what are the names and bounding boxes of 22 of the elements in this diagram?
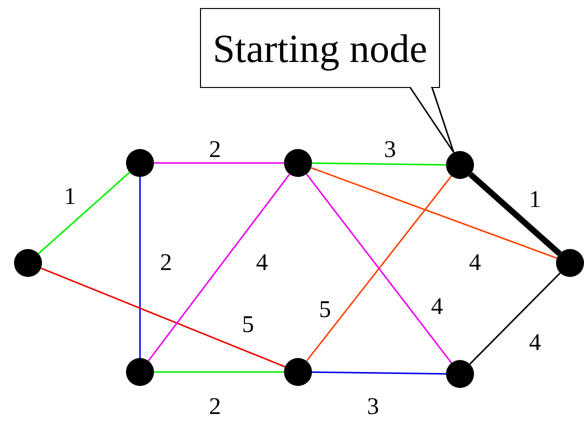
edge-line	[468, 172, 562, 256]
edge-line	[154, 371, 284, 373]
callout-box	[200, 8, 440, 88]
edge-line	[469, 272, 561, 365]
edge-line	[154, 162, 284, 164]
edge-line	[40, 268, 286, 368]
graph-node	[14, 249, 42, 277]
edge-line	[139, 177, 141, 358]
graph-node	[126, 358, 154, 386]
graph-node	[556, 249, 584, 277]
graph-node	[284, 149, 312, 177]
edge-line	[312, 162, 446, 166]
graph-node	[446, 151, 474, 179]
edge-line	[312, 371, 446, 375]
graph-node	[446, 360, 474, 388]
edge-line	[310, 167, 558, 259]
edge-line	[38, 172, 130, 254]
callout-text: Starting node	[212, 25, 428, 72]
graph-node	[284, 358, 312, 386]
edge-line	[148, 174, 290, 362]
graph-node	[126, 149, 154, 177]
callout-pointer	[409, 86, 454, 154]
